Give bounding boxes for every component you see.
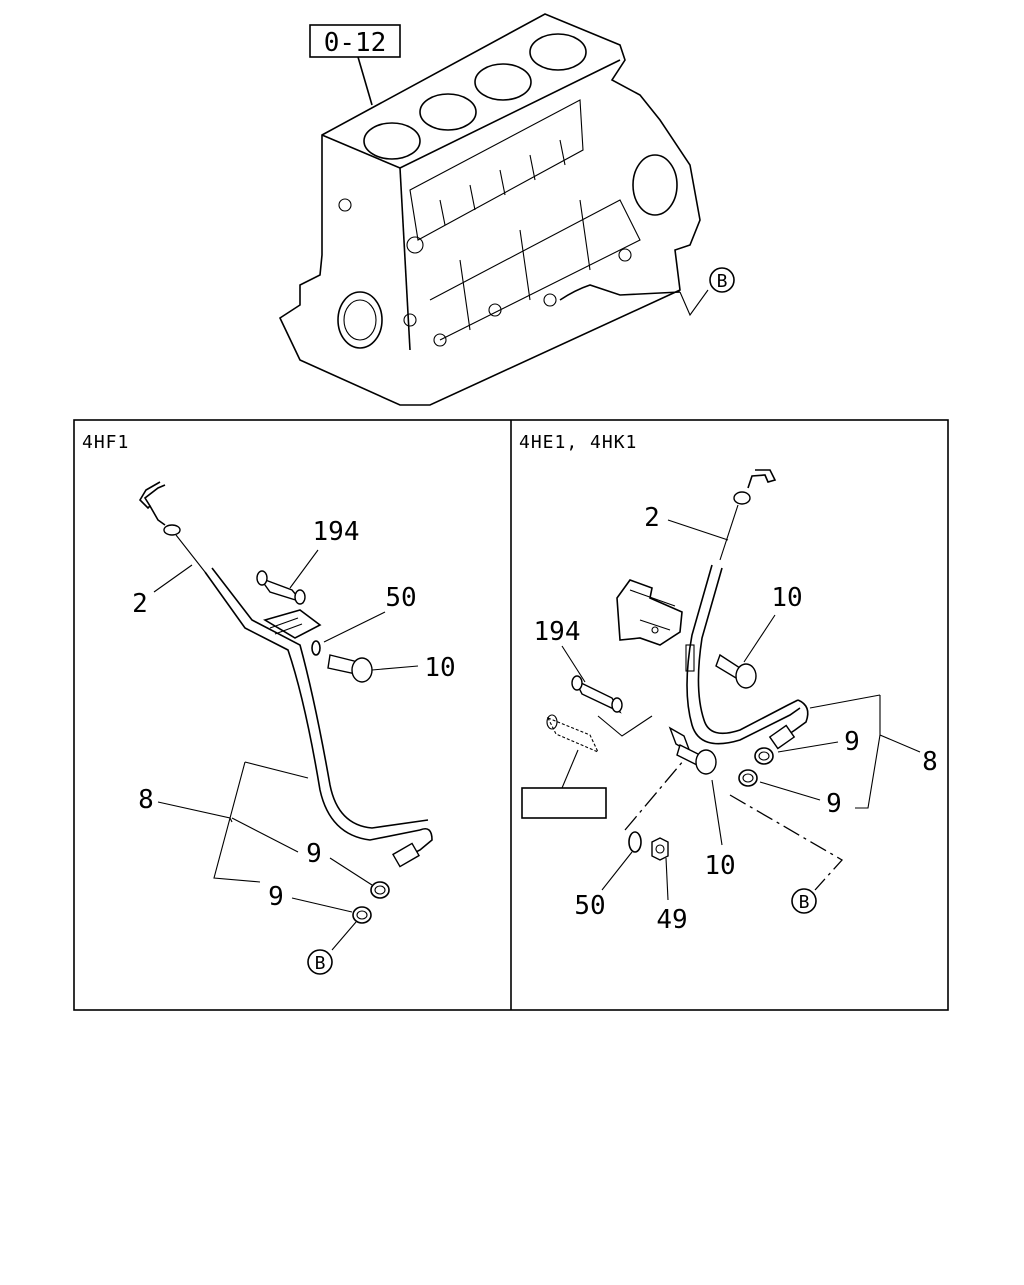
right-label-9a[interactable]: 9	[844, 727, 860, 757]
right-label-50[interactable]: 50	[574, 891, 605, 921]
right-label-8[interactable]: 8	[922, 747, 938, 777]
ref-box-0-40-frame	[521, 787, 607, 819]
right-label-194[interactable]: 194	[534, 617, 581, 647]
right-label-10a[interactable]: 10	[771, 583, 802, 613]
left-label-8[interactable]: 8	[138, 785, 154, 815]
left-panel-4hf1: 4HF1	[82, 432, 456, 975]
right-label-2[interactable]: 2	[644, 503, 660, 533]
engine-block-illustration: 0-12 B	[278, 13, 735, 406]
right-panel-4he1-4hk1: 4HE1, 4HK1	[519, 432, 938, 935]
left-label-9a[interactable]: 9	[306, 839, 322, 869]
right-label-9b[interactable]: 9	[826, 789, 842, 819]
left-panel-title: 4HF1	[82, 432, 129, 453]
ref-box-0-12[interactable]: 0-12	[324, 28, 387, 58]
left-label-194[interactable]: 194	[313, 517, 360, 547]
right-label-10b[interactable]: 10	[704, 851, 735, 881]
left-label-10[interactable]: 10	[424, 653, 455, 683]
right-label-49[interactable]: 49	[656, 905, 687, 935]
leader-line	[357, 56, 373, 106]
ref-box-0-12-frame	[309, 24, 401, 58]
left-callout-b[interactable]: B	[315, 953, 326, 974]
left-label-50[interactable]: 50	[385, 583, 416, 613]
right-callout-b[interactable]: B	[799, 892, 810, 913]
left-label-2[interactable]: 2	[132, 589, 148, 619]
callout-b-top[interactable]: B	[717, 271, 728, 292]
right-panel-title: 4HE1, 4HK1	[519, 432, 637, 453]
left-label-9b[interactable]: 9	[268, 882, 284, 912]
callout-b-circle	[709, 267, 735, 293]
